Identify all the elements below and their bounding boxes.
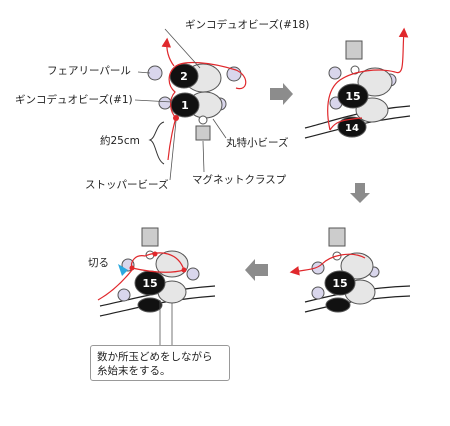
cut-marker <box>118 264 128 276</box>
duo-bead-dark <box>337 116 367 138</box>
length-brace <box>148 121 165 165</box>
leader-line <box>134 99 173 103</box>
duo-bead-gray <box>357 67 393 97</box>
thread <box>327 27 409 131</box>
magnet-clasp <box>195 125 211 141</box>
note-line-2: 糸始末をする。 <box>97 365 171 377</box>
fairy-pearl <box>311 286 325 300</box>
duo-bead-gray <box>340 252 374 280</box>
thread <box>329 117 363 131</box>
thread <box>130 252 185 273</box>
fairy-pearl <box>147 65 163 81</box>
label-round-small: 丸特小ビーズ <box>226 137 289 149</box>
label-fairy-pearl: フェアリーパール <box>47 65 131 77</box>
label-ginko-duo-18: ギンコデュオビーズ(#18) <box>185 19 310 31</box>
leader-line <box>212 118 227 139</box>
step3-diagram: 15 <box>289 227 411 313</box>
fairy-pearl <box>186 267 200 281</box>
bead-number: 15 <box>332 277 347 290</box>
step2-diagram: 15 14 <box>304 27 411 139</box>
bead-number: 2 <box>180 70 188 83</box>
fairy-pearl <box>117 288 131 302</box>
magnet-clasp <box>345 40 363 60</box>
knot-dot <box>152 251 158 257</box>
duo-bead-dark <box>137 297 163 313</box>
label-ginko-duo-1: ギンコデュオビーズ(#1) <box>15 94 133 106</box>
knot-dot <box>181 267 187 273</box>
magnet-clasp <box>328 227 346 247</box>
label-magnet-clasp: マグネットクラスプ <box>192 174 287 186</box>
surface-line <box>304 105 411 129</box>
thread <box>168 61 247 119</box>
duo-bead-dark <box>337 83 369 109</box>
label-cut: 切る <box>88 257 109 269</box>
bead-number: 1 <box>181 99 189 112</box>
thread <box>97 269 133 301</box>
step4-diagram: 15 <box>97 227 216 346</box>
small-round-bead <box>350 65 360 75</box>
leader-line <box>137 71 151 74</box>
step-arrow-left <box>245 259 268 281</box>
stopper-bead <box>173 115 179 121</box>
label-approx-length: 約25cm <box>100 135 140 147</box>
fairy-pearl <box>328 66 342 80</box>
label-stopper-bead: ストッパービーズ <box>85 179 169 191</box>
thread <box>161 37 175 67</box>
note-line-1: 数か所玉どめをしながら <box>97 351 213 363</box>
fairy-pearl <box>158 96 172 110</box>
duo-bead-dark <box>325 297 351 313</box>
knot-dot <box>129 265 135 271</box>
step-arrow-right <box>270 83 293 105</box>
bead-number: 14 <box>345 123 359 134</box>
duo-bead-dark <box>324 270 356 296</box>
thread <box>289 253 366 276</box>
finishing-note: 数か所玉どめをしながら 糸始末をする。 <box>90 345 230 381</box>
leader-line <box>169 120 177 181</box>
step1-diagram: 2 1 <box>134 28 247 181</box>
thread <box>167 117 177 161</box>
leader-line <box>202 140 205 173</box>
bead-number: 15 <box>142 277 157 290</box>
magnet-clasp <box>141 227 159 247</box>
step-arrow-down <box>350 183 370 203</box>
small-round-bead <box>198 115 208 125</box>
bead-number: 15 <box>345 90 360 103</box>
leader-line <box>164 28 201 69</box>
